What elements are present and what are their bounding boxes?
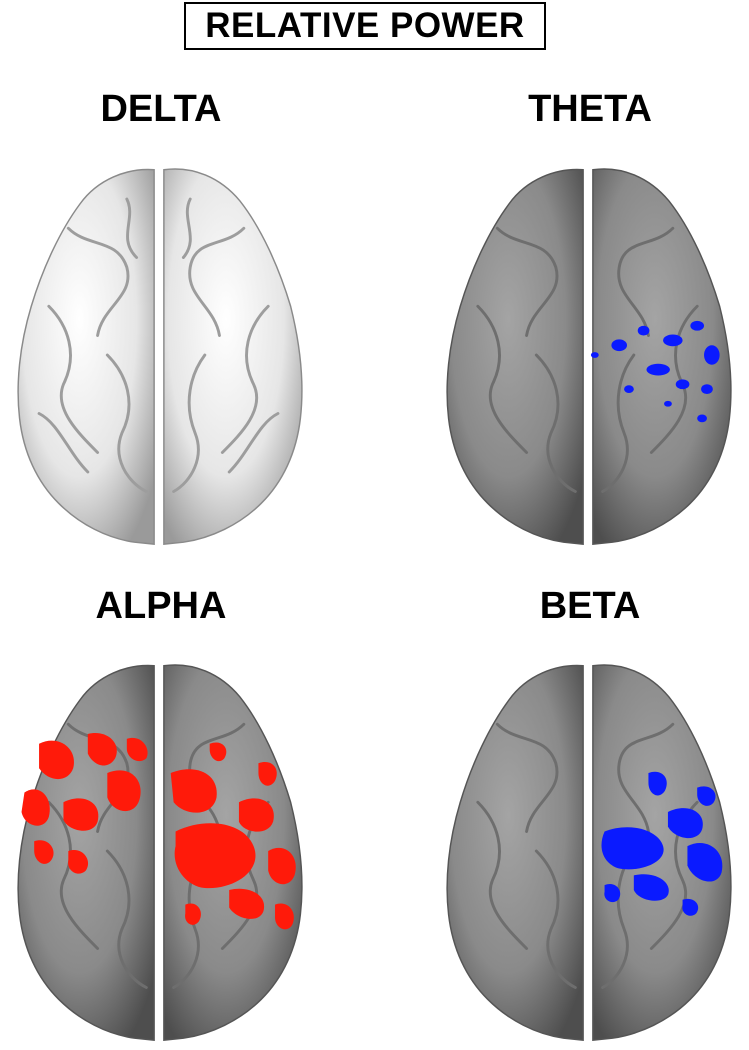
beta-decrease-clusters [601,771,723,916]
delta-label: DELTA [100,88,222,130]
beta-label: BETA [539,585,641,627]
alpha-label: ALPHA [95,585,227,627]
theta-brain [435,160,741,550]
figure-title: RELATIVE POWER [184,2,546,50]
alpha-brain [6,656,312,1046]
theta-label: THETA [528,88,652,130]
delta-brain [6,160,312,550]
theta-decrease-clusters [590,320,720,423]
alpha-increase-clusters [21,733,296,930]
beta-brain [435,656,741,1046]
